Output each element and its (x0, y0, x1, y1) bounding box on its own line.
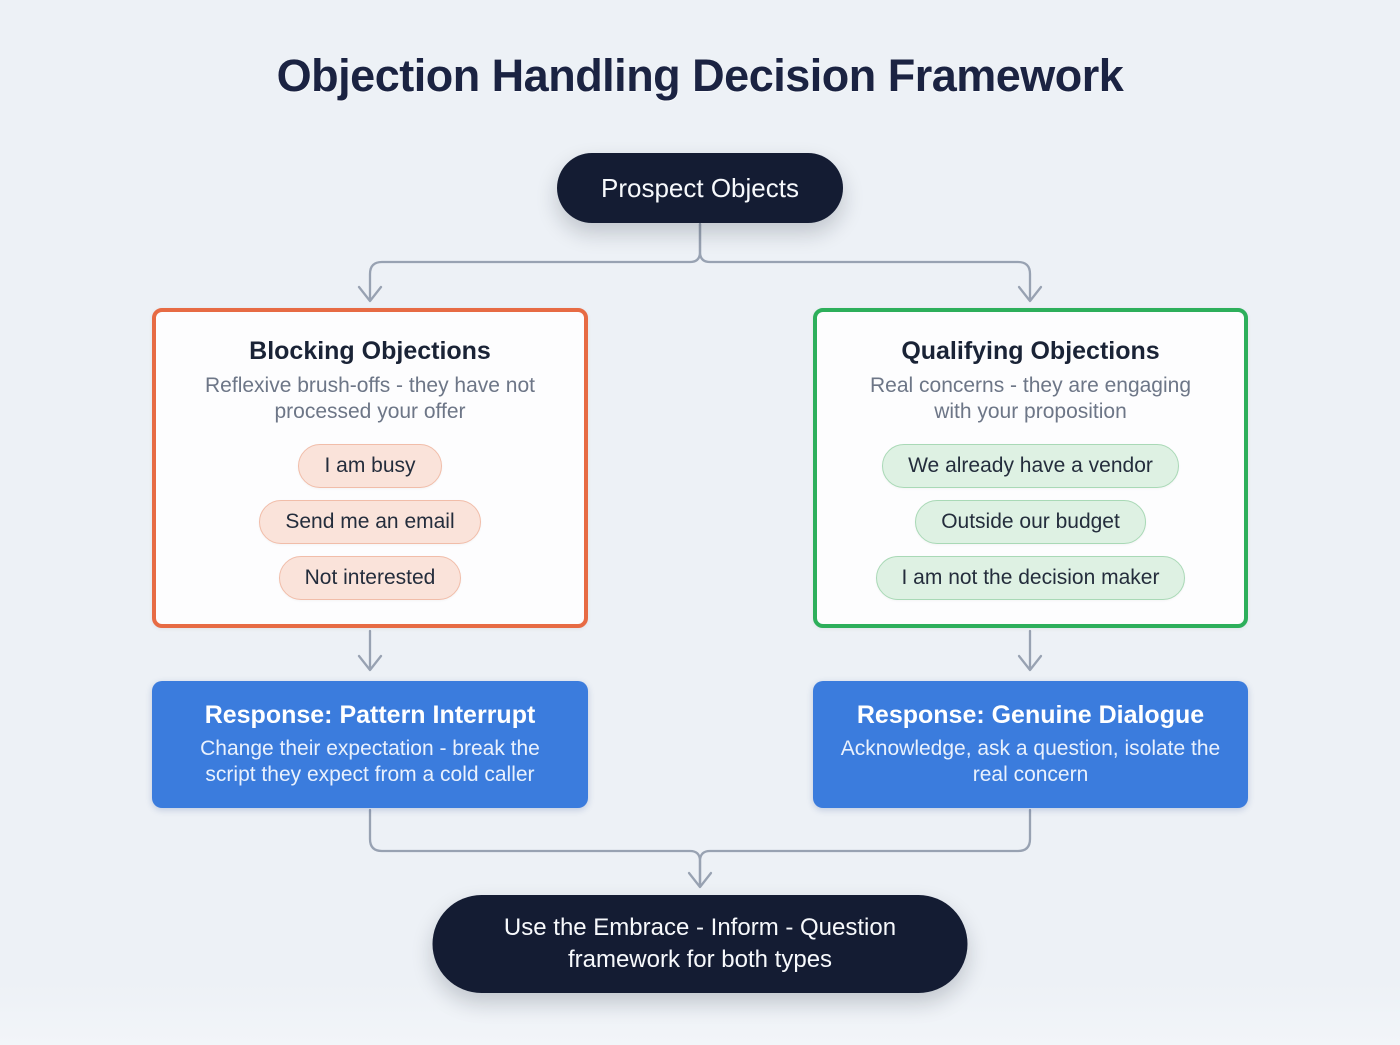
arrowhead-response-left-icon (357, 654, 383, 672)
objection-pill-not-decision-maker: I am not the decision maker (875, 556, 1186, 601)
connector-root-to-blocking (368, 222, 702, 301)
blocking-objections-title: Blocking Objections (249, 337, 491, 365)
connector-root-to-qualifying (698, 222, 1032, 301)
objection-pill-label: Not interested (304, 566, 436, 590)
connector-response-left-to-footer (368, 808, 702, 886)
arrowhead-response-right-icon (1017, 654, 1043, 672)
objection-pill-label: Outside our budget (941, 510, 1120, 534)
response-pattern-interrupt: Response: Pattern Interrupt Change their… (152, 681, 588, 808)
card-blocking-objections: Blocking Objections Reflexive brush-offs… (152, 308, 588, 628)
blocking-objections-subtitle: Reflexive brush-offs - they have not pro… (205, 374, 535, 424)
objection-pill-label: I am busy (324, 454, 416, 478)
arrowhead-blocking-icon (357, 285, 383, 303)
qualifying-objections-title: Qualifying Objections (901, 337, 1160, 365)
response-pattern-interrupt-subtitle: Change their expectation - break the scr… (200, 737, 540, 787)
response-genuine-dialogue-title: Response: Genuine Dialogue (856, 701, 1205, 729)
objection-pill-not-interested: Not interested (278, 556, 462, 601)
node-prospect-objects-label: Prospect Objects (601, 172, 799, 203)
objection-pill-outside-our-budget: Outside our budget (915, 500, 1146, 545)
objection-pill-send-me-an-email: Send me an email (259, 500, 481, 545)
arrowhead-qualifying-icon (1017, 285, 1043, 303)
objection-pill-label: I am not the decision maker (901, 566, 1160, 590)
arrowhead-footer-icon (687, 871, 713, 889)
page-title: Objection Handling Decision Framework (276, 50, 1124, 101)
objection-pill-label: We already have a vendor (908, 454, 1153, 478)
qualifying-objections-subtitle: Real concerns - they are engaging with y… (869, 374, 1192, 424)
qualifying-objections-pill-list: We already have a vendor Outside our bud… (875, 444, 1186, 601)
response-pattern-interrupt-title: Response: Pattern Interrupt (204, 701, 536, 729)
connector-response-right-to-footer (698, 808, 1032, 886)
objection-pill-we-already-have-a-vendor: We already have a vendor (882, 444, 1179, 489)
card-qualifying-objections: Qualifying Objections Real concerns - th… (813, 308, 1248, 628)
node-prospect-objects: Prospect Objects (557, 153, 843, 223)
blocking-objections-pill-list: I am busy Send me an email Not intereste… (259, 444, 481, 601)
node-framework-footer-label: Use the Embrace - Inform - Question fram… (503, 913, 897, 973)
objection-pill-label: Send me an email (285, 510, 455, 534)
node-framework-footer: Use the Embrace - Inform - Question fram… (432, 895, 968, 993)
objection-pill-i-am-busy: I am busy (298, 444, 442, 489)
response-genuine-dialogue: Response: Genuine Dialogue Acknowledge, … (813, 681, 1248, 808)
response-genuine-dialogue-subtitle: Acknowledge, ask a question, isolate the… (840, 737, 1221, 787)
